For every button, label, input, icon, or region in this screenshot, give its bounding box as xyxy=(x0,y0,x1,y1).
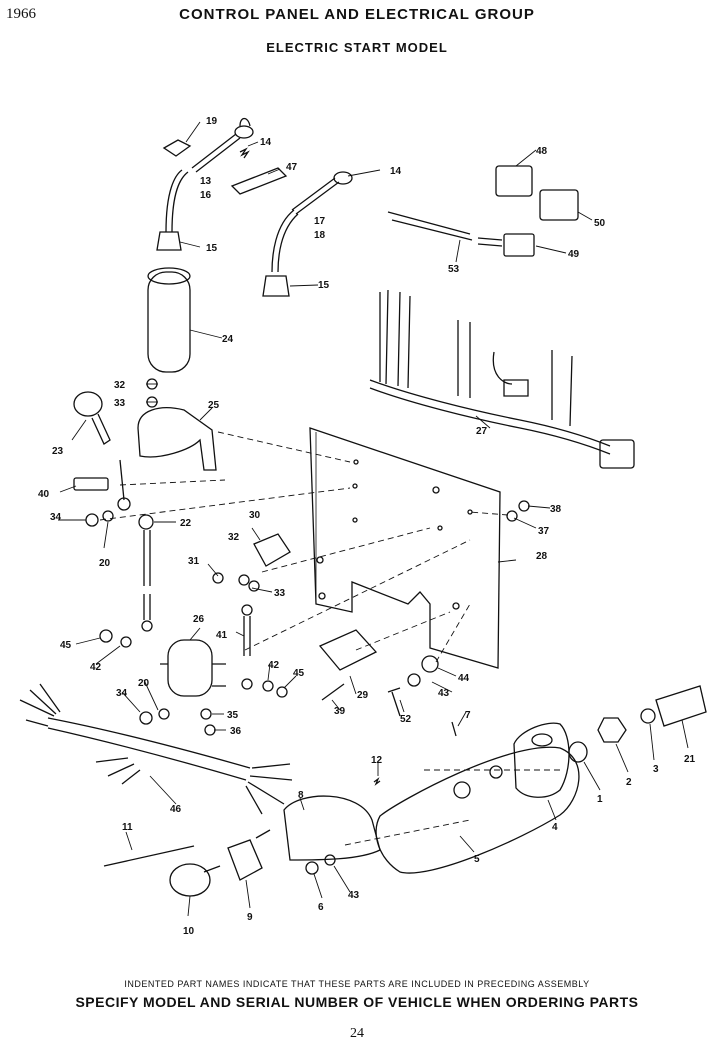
callout-52: 52 xyxy=(400,714,412,725)
callout-22: 22 xyxy=(180,518,192,529)
callout-33b: 33 xyxy=(274,588,286,599)
wiring-harness xyxy=(369,379,611,455)
ignition-coil xyxy=(147,271,191,373)
callout-14a: 14 xyxy=(260,137,272,148)
coil-bracket xyxy=(137,407,217,471)
callout-18: 18 xyxy=(314,230,326,241)
callout-42a: 42 xyxy=(90,662,102,673)
callout-32a: 32 xyxy=(114,380,126,391)
year-label: 1966 xyxy=(6,6,36,22)
callout-6: 6 xyxy=(318,902,324,913)
callout-20a: 20 xyxy=(99,558,111,569)
callout-36: 36 xyxy=(230,726,242,737)
callout-15b: 15 xyxy=(318,280,330,291)
callout-15a: 15 xyxy=(206,243,218,254)
callout-9: 9 xyxy=(247,912,253,923)
callout-28: 28 xyxy=(536,551,548,562)
callout-11: 11 xyxy=(122,822,133,833)
callout-33a: 33 xyxy=(114,398,126,409)
callout-48: 48 xyxy=(536,146,548,157)
callout-49: 49 xyxy=(568,249,580,260)
callout-24: 24 xyxy=(222,334,234,345)
callout-14b: 14 xyxy=(390,166,402,177)
callout-7: 7 xyxy=(465,710,471,721)
callout-17: 17 xyxy=(314,216,326,227)
callout-40: 40 xyxy=(38,489,50,500)
callout-42b: 42 xyxy=(268,660,280,671)
callout-37: 37 xyxy=(538,526,550,537)
page-subtitle: ELECTRIC START MODEL xyxy=(266,40,448,55)
callout-47: 47 xyxy=(286,162,298,173)
callout-32b: 32 xyxy=(228,532,240,543)
callout-4: 4 xyxy=(552,822,558,833)
callout-8: 8 xyxy=(298,790,304,801)
callout-44: 44 xyxy=(458,673,470,684)
callout-46: 46 xyxy=(170,804,182,815)
callout-26: 26 xyxy=(193,614,205,625)
callout-34b: 34 xyxy=(116,688,128,699)
footer-note: INDENTED PART NAMES INDICATE THAT THESE … xyxy=(124,979,590,989)
callout-50: 50 xyxy=(594,218,606,229)
callout-35: 35 xyxy=(227,710,239,721)
callout-13: 13 xyxy=(200,176,212,187)
footer-instruction: SPECIFY MODEL AND SERIAL NUMBER OF VEHIC… xyxy=(75,994,639,1010)
callout-38: 38 xyxy=(550,504,562,515)
callout-19: 19 xyxy=(206,116,218,127)
callout-3: 3 xyxy=(653,764,659,775)
main-wiring-harness xyxy=(47,717,251,781)
callout-25: 25 xyxy=(208,400,220,411)
callout-12: 12 xyxy=(371,755,383,766)
page-number: 24 xyxy=(350,1026,364,1041)
callout-30: 30 xyxy=(249,510,261,521)
diagram-drawing xyxy=(19,117,707,917)
callout-23: 23 xyxy=(52,446,64,457)
instrument-panel-cover xyxy=(375,746,580,874)
control-panel-plate xyxy=(309,427,501,669)
callout-20b: 20 xyxy=(138,678,150,689)
callout-16: 16 xyxy=(200,190,212,201)
callout-5: 5 xyxy=(474,854,480,865)
starter-solenoid xyxy=(167,639,213,697)
callout-2: 2 xyxy=(626,777,632,788)
callout-21: 21 xyxy=(684,754,696,765)
callout-43b: 43 xyxy=(348,890,360,901)
callout-31: 31 xyxy=(188,556,200,567)
callout-1: 1 xyxy=(597,794,603,805)
callout-34a: 34 xyxy=(50,512,62,523)
callout-39: 39 xyxy=(334,706,346,717)
part-callouts: 1 2 3 4 5 6 7 8 9 10 11 12 13 14 14 15 1… xyxy=(38,116,696,937)
callout-43a: 43 xyxy=(438,688,450,699)
callout-29: 29 xyxy=(357,690,369,701)
page-title: CONTROL PANEL AND ELECTRICAL GROUP xyxy=(179,6,535,23)
callout-41: 41 xyxy=(216,630,228,641)
callout-10: 10 xyxy=(183,926,195,937)
callout-53: 53 xyxy=(448,264,460,275)
callout-45b: 45 xyxy=(293,668,305,679)
callout-27: 27 xyxy=(476,426,488,437)
callout-45a: 45 xyxy=(60,640,72,651)
